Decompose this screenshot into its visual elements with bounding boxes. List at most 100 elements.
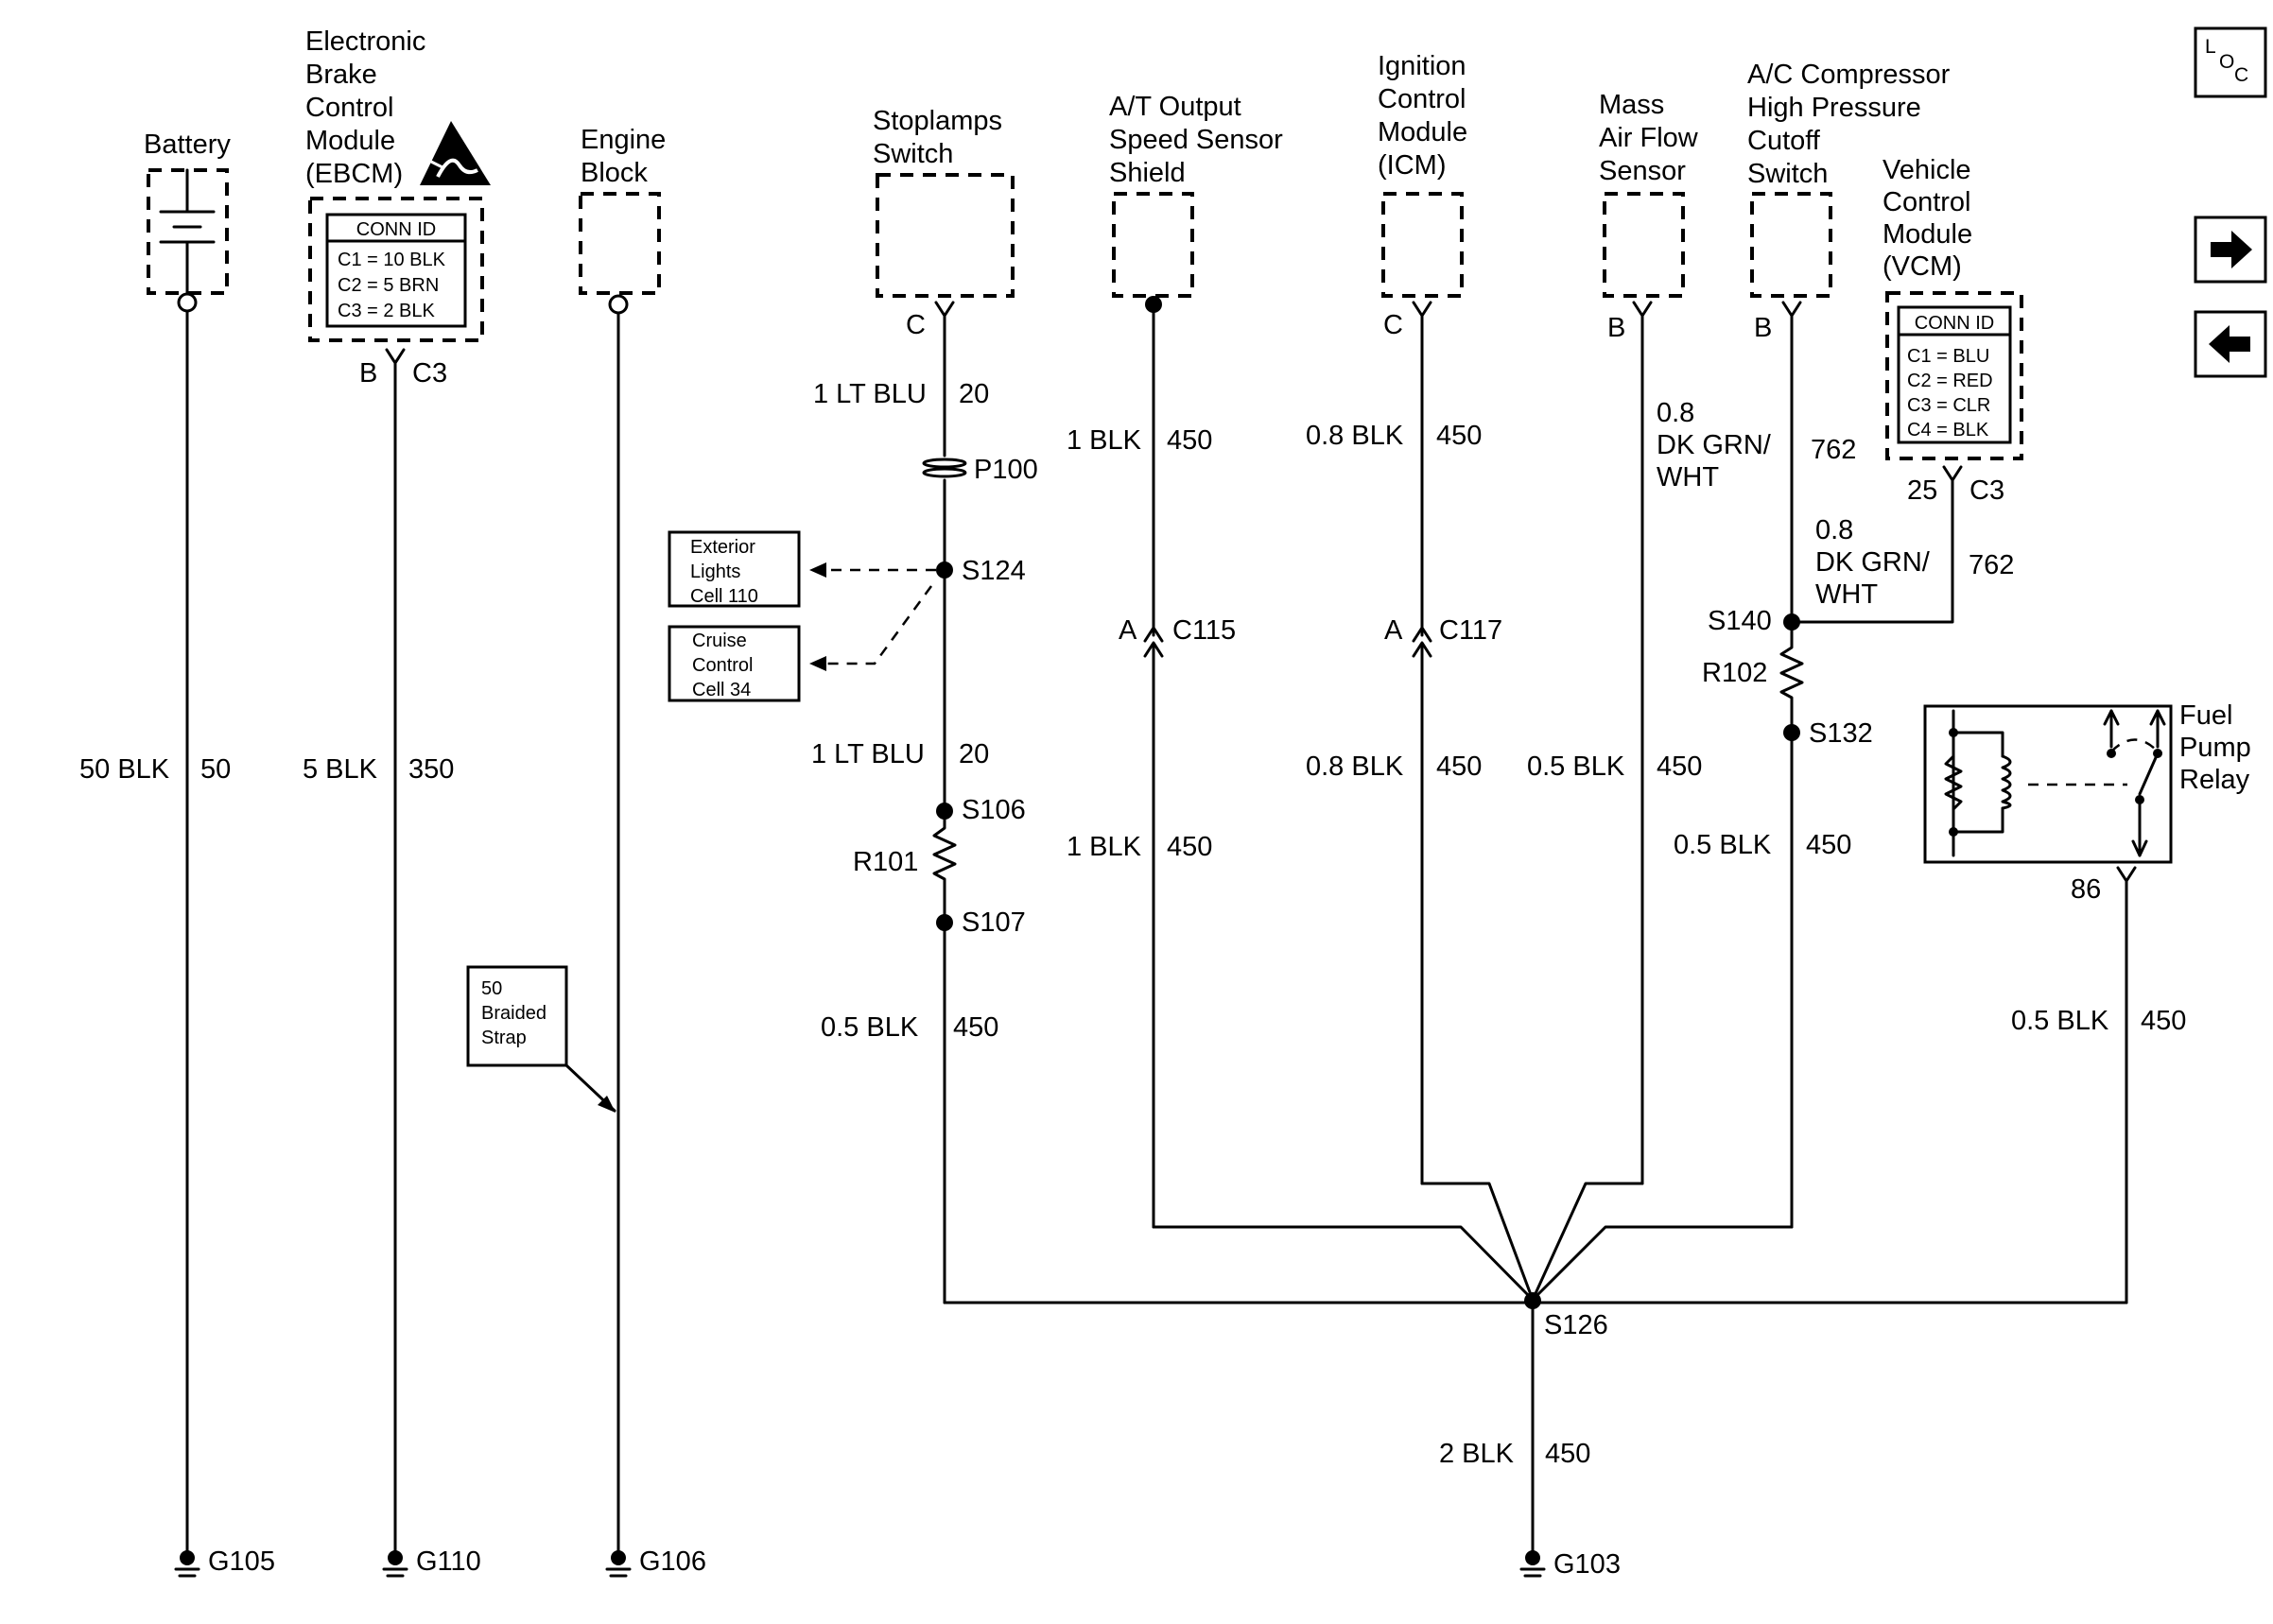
at-top-circuit: 450 [1167,425,1212,456]
ebcm-conn-row: C1 = 10 BLK [338,250,446,270]
at-bot-gauge: 1 BLK [1067,832,1142,862]
esd-warning-icon [420,121,491,185]
resistor-r102: R102 [1702,658,1767,688]
ac-pin-b: B [1754,313,1772,343]
prev-page-button[interactable] [2194,310,2267,378]
ebcm-pin-c3: C3 [412,358,447,389]
cruise-control-ref[interactable]: Cruise Control Cell 34 [668,625,801,702]
icm-pin-c: C [1383,310,1403,340]
splice-s132: S132 [1809,718,1873,749]
svg-text:Cruise: Cruise [692,631,747,651]
connector-c117: A C117 [1384,615,1502,658]
vcm-pin-25: 25 [1907,475,1937,506]
vcm-wire-gauge: 0.8 DK GRN/ WHT [1815,515,1937,610]
vcm-conn-row: C1 = BLU [1907,346,1989,367]
vcm-conn-row: C4 = BLK [1907,420,1989,441]
ebcm-title: Electronic Brake Control Module (EBCM) [305,26,433,189]
maf-pin-b: B [1607,313,1625,343]
vcm-wire-circuit: 762 [1969,550,2014,580]
vcm-conn-row: C2 = RED [1907,371,1993,391]
connector-c115: A C115 [1119,615,1236,658]
stoplamps-pin-c: C [906,310,926,340]
splice-p100: P100 [922,455,1038,485]
stoplamps-wire-circuit: 20 [959,379,989,409]
splice-s140: S140 [1708,606,1772,636]
ebcm-wire-gauge: 5 BLK [303,754,378,785]
ground-g103: G103 [1519,1549,1621,1580]
resistor-r101: R101 [853,847,918,877]
loc-letter-o: O [2219,51,2234,73]
fuel-wire-circuit: 450 [2141,1006,2186,1036]
vcm-conn-id-title: CONN ID [1915,313,1994,334]
maf-top-circuit: 762 [1811,435,1856,465]
ac-bot-gauge: 0.5 BLK [1674,830,1772,860]
svg-text:P100: P100 [974,455,1038,485]
ebcm-component: CONN ID C1 = 10 BLK C2 = 5 BRN C3 = 2 BL… [308,197,484,389]
fuel-pump-pin-86: 86 [2071,874,2101,905]
svg-text:C117: C117 [1439,615,1502,646]
vcm-component: CONN ID C1 = BLU C2 = RED C3 = CLR C4 = … [1885,291,2023,506]
battery-wire-gauge: 50 BLK [79,754,170,785]
engine-block-component [579,192,661,315]
battery-wire-circuit: 50 [200,754,231,785]
svg-text:Strap: Strap [481,1028,527,1048]
ac-switch-title: A/C Compressor High Pressure Cutoff Swit… [1747,60,1957,189]
fuel-wire-gauge: 0.5 BLK [2011,1006,2109,1036]
stoplamps-switch-title: Stoplamps Switch [873,106,1010,169]
svg-text:A: A [1384,615,1403,646]
at-top-gauge: 1 BLK [1067,425,1142,456]
splice-s107: S107 [962,907,1026,938]
arrow-right-icon [2211,231,2252,268]
ac-bot-circuit: 450 [1806,830,1851,860]
exterior-lights-ref[interactable]: Exterior Lights Cell 110 [668,530,801,608]
next-page-button[interactable] [2194,216,2267,284]
ebcm-wire-circuit: 350 [408,754,454,785]
icm-top-circuit: 450 [1436,421,1482,451]
svg-text:G105: G105 [208,1546,275,1577]
loc-letter-l: L [2205,36,2216,58]
stoplamps-wire-gauge: 1 LT BLU [813,379,927,409]
splice-s124: S124 [962,556,1026,586]
svg-text:50: 50 [481,978,502,999]
loc-button[interactable]: L O C [2194,26,2267,98]
svg-text:Lights: Lights [690,561,740,582]
ground-g105: G105 [174,1546,275,1578]
stoplamps-mid-gauge: 1 LT BLU [811,739,925,769]
at-bot-circuit: 450 [1167,832,1212,862]
engine-block-title: Engine Block [581,125,673,188]
maf-bot-gauge: 0.5 BLK [1527,752,1625,782]
splice-s124-dot [936,561,953,579]
maf-bot-circuit: 450 [1657,752,1702,782]
fuel-pump-relay-component: 86 [1923,704,2173,905]
ebcm-conn-row: C3 = 2 BLK [338,301,436,321]
svg-text:G106: G106 [639,1546,706,1577]
stoplamps-mid-circuit: 20 [959,739,989,769]
vcm-conn-row: C3 = CLR [1907,395,1990,416]
stoplamps-bot-gauge: 0.5 BLK [821,1012,919,1043]
ebcm-conn-id-title: CONN ID [356,219,436,240]
svg-text:C115: C115 [1172,615,1236,646]
icm-title: Ignition Control Module (ICM) [1378,51,1475,181]
arrow-left-icon [2209,325,2250,363]
svg-text:A: A [1119,615,1137,646]
battery-component [147,168,229,313]
trunk-gauge: 2 BLK [1439,1439,1515,1469]
svg-text:G110: G110 [416,1546,481,1577]
loc-letter-c: C [2234,64,2248,86]
stoplamps-bot-circuit: 450 [953,1012,998,1043]
vcm-pin-c3: C3 [1969,475,2004,506]
svg-text:Exterior: Exterior [690,537,755,558]
maf-title: Mass Air Flow Sensor [1599,90,1706,186]
splice-s106: S106 [962,795,1026,825]
svg-text:Control: Control [692,655,753,676]
splice-s126: S126 [1544,1310,1608,1340]
battery-title: Battery [144,130,231,160]
at-output-title: A/T Output Speed Sensor Shield [1109,92,1291,188]
icm-top-gauge: 0.8 BLK [1306,421,1404,451]
icm-bot-circuit: 450 [1436,752,1482,782]
fuel-pump-relay-title: Fuel Pump Relay [2179,700,2259,795]
svg-text:Braided: Braided [481,1003,547,1024]
maf-top-gauge: 0.8 DK GRN/ WHT [1657,398,1778,492]
braided-strap-callout: 50 Braided Strap [466,965,616,1113]
svg-text:G103: G103 [1553,1549,1621,1580]
